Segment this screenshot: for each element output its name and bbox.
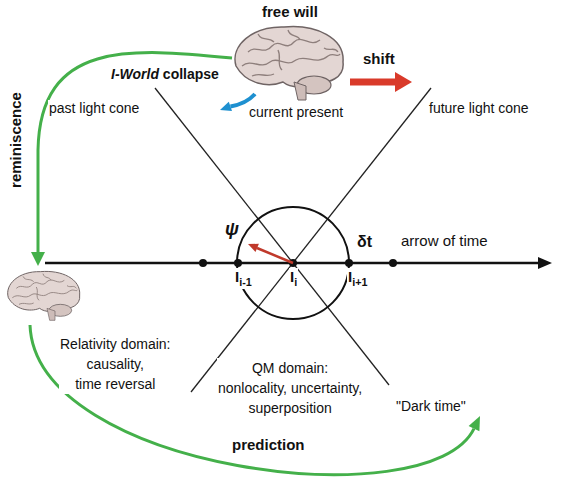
domain-label: QM domain: nonlocality, uncertainty, sup…: [217, 358, 363, 418]
cone-label: past light cone: [48, 100, 140, 117]
text-line: causality,: [60, 354, 171, 374]
psi-arrow-head: [248, 244, 259, 252]
top-brain: [235, 27, 343, 100]
subscript: i-1: [239, 276, 252, 288]
cone-line: [155, 88, 389, 385]
prediction-arrow: [30, 325, 474, 475]
prediction-label: prediction: [231, 436, 306, 454]
text-line: Relativity domain:: [60, 334, 171, 354]
shift-label: shift: [362, 50, 396, 68]
subscript: i+1: [352, 276, 367, 288]
collapse-arrow-head: [220, 102, 232, 111]
italic-part: I-World: [111, 66, 159, 82]
dark-time-label: "Dark time": [395, 398, 467, 415]
cone-line: [191, 88, 431, 392]
psi-symbol: ψ: [224, 219, 240, 241]
time-dot: [345, 259, 353, 267]
prediction-arrow-head: [469, 416, 480, 431]
time-axis-head: [538, 257, 552, 269]
domain-label: Relativity domain: causality, time rever…: [59, 334, 172, 394]
time-dot: [389, 259, 397, 267]
time-dot: [199, 259, 207, 267]
instant-label: Ii+1: [347, 268, 368, 289]
axis-label: arrow of time: [400, 232, 489, 250]
reminiscence-label: reminiscence: [7, 91, 25, 189]
shift-arrow: [350, 79, 396, 86]
cone-label: future light cone: [428, 100, 530, 117]
reminiscence-arrow-head: [31, 252, 45, 266]
text-line: QM domain:: [218, 358, 362, 378]
free-will-label: free will: [261, 3, 319, 21]
time-dot: [234, 259, 242, 267]
instant-label: Ii-1: [234, 268, 253, 289]
text-line: superposition: [218, 398, 362, 418]
instant-label: Ii: [289, 268, 298, 289]
psi-arrow: [257, 248, 293, 263]
subscript: i: [294, 276, 297, 288]
reminiscence-arrow: [38, 53, 232, 252]
present-label: current present: [248, 104, 344, 121]
shift-arrow-head: [395, 72, 412, 92]
text-line: nonlocality, uncertainty,: [218, 378, 362, 398]
text-line: time reversal: [60, 374, 171, 394]
collapse-label: I-World collapse: [110, 66, 220, 83]
left-brain: [8, 271, 80, 320]
delta-t-label: δt: [356, 232, 373, 251]
